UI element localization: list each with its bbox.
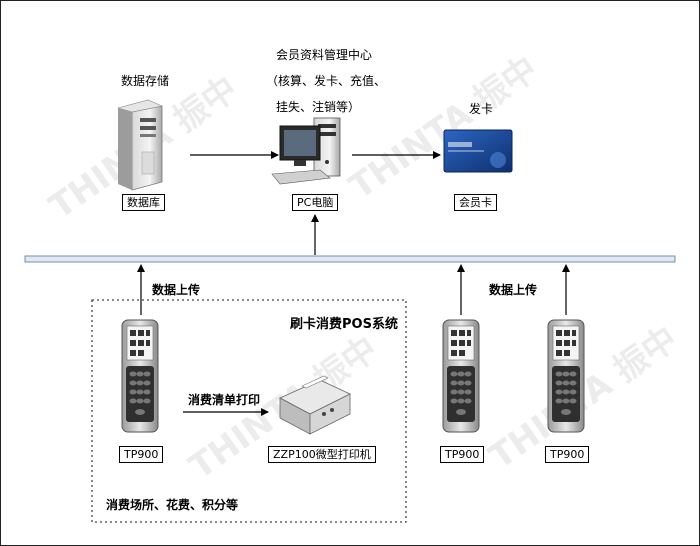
tp900-device-3-icon — [547, 319, 585, 433]
tp900-device-2-icon — [442, 319, 480, 433]
database-label: 数据库 — [122, 194, 165, 211]
printer-icon — [279, 375, 351, 435]
pos-region — [91, 299, 407, 523]
data-storage-label: 数据存储 — [121, 74, 170, 88]
network-bus — [24, 255, 676, 263]
member-card-label: 会员卡 — [454, 194, 497, 211]
member-card-icon — [443, 129, 513, 173]
tp900-label-2: TP900 — [440, 446, 485, 463]
center-title-line3: 挂失、注销等） — [276, 100, 361, 114]
printer-label: ZZP100微型打印机 — [268, 446, 376, 463]
issue-card-label: 发卡 — [469, 102, 494, 116]
center-title-line2: （核算、发卡、充值、 — [266, 74, 387, 88]
tp900-label-1: TP900 — [119, 446, 164, 463]
upload-right-label: 数据上传 — [489, 283, 538, 297]
print-receipt-label: 消费清单打印 — [188, 393, 261, 407]
upload-left-label: 数据上传 — [152, 283, 201, 297]
server-icon — [116, 99, 164, 191]
pos-system-title: 刷卡消费POS系统 — [290, 317, 398, 332]
tp900-label-3: TP900 — [545, 446, 590, 463]
tp900-device-1-icon — [121, 319, 159, 433]
pc-label: PC电脑 — [292, 194, 339, 211]
pc-computer-icon — [271, 117, 341, 185]
center-title-line1: 会员资料管理中心 — [276, 48, 373, 62]
svg-text:THINTA 振中: THINTA 振中 — [342, 49, 545, 208]
venues-label: 消费场所、花费、积分等 — [106, 498, 239, 512]
